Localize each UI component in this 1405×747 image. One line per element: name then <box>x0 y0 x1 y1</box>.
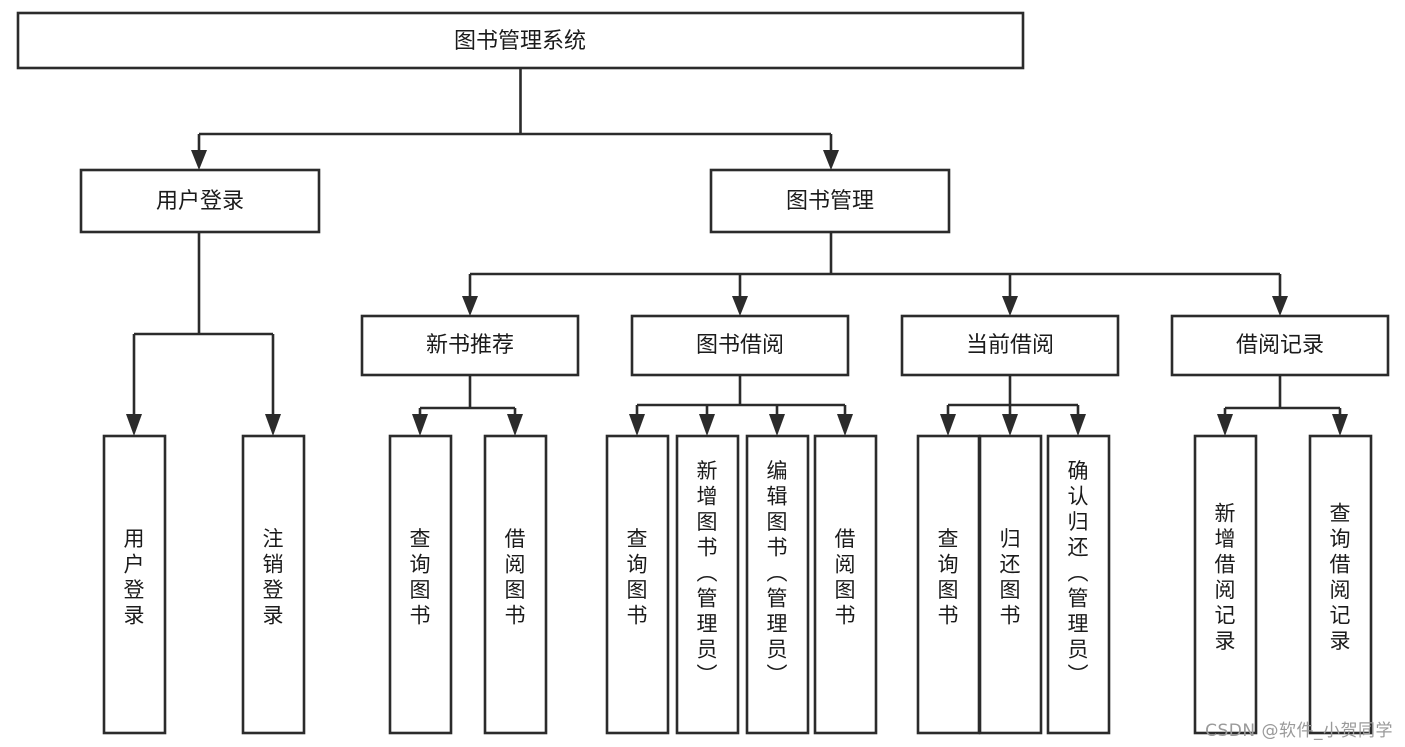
node-new-book-recommend-box[interactable] <box>360 314 580 377</box>
arrowhead-user-login <box>191 150 207 170</box>
node-book-management-box[interactable] <box>709 168 951 234</box>
node-root[interactable]: 图书管理系统 <box>16 11 1025 70</box>
arrowhead-leaf-0 <box>126 414 142 436</box>
leaf-6-label: 编辑图书︵管理员︶ <box>767 459 788 687</box>
leaf-0-label: 用户登录 <box>124 527 145 628</box>
arrowhead-leaf-9 <box>1002 414 1018 436</box>
node-current-borrow-label: 当前借阅 <box>966 333 1054 358</box>
node-user-login-box[interactable] <box>79 168 321 234</box>
arrowhead-leaf-6 <box>769 414 785 436</box>
leaf-10-box[interactable] <box>1046 434 1111 735</box>
node-book-management-label: 图书管理 <box>786 189 874 214</box>
arrowhead-leaf-4 <box>629 414 645 436</box>
arrowhead-leaf-3 <box>507 414 523 436</box>
arrowhead-leaf-7 <box>837 414 853 436</box>
arrowhead-leaf-12 <box>1332 414 1348 436</box>
leaf-label-layer: 用户登录 注销登录 查询图书 借阅图书 查询图书 新增图书︵管理员︶ 编辑图书︵… <box>124 459 1351 687</box>
leaf-7-box[interactable] <box>813 434 878 735</box>
node-book-borrow[interactable]: 图书借阅 <box>630 314 850 377</box>
connector-layer <box>126 68 1348 436</box>
node-root-box[interactable] <box>16 11 1025 70</box>
leaf-6-box[interactable] <box>745 434 810 735</box>
leaf-2-label: 查询图书 <box>410 527 431 628</box>
arrowhead-l3-0 <box>462 296 478 316</box>
leaf-5-label: 新增图书︵管理员︶ <box>697 459 718 687</box>
leaf-1-label: 注销登录 <box>263 527 284 628</box>
node-book-borrow-label: 图书借阅 <box>696 333 784 358</box>
node-new-book-recommend-label: 新书推荐 <box>426 333 514 358</box>
node-user-login[interactable]: 用户登录 <box>79 168 321 234</box>
leaf-3-box[interactable] <box>483 434 548 735</box>
arrowhead-leaf-2 <box>412 414 428 436</box>
arrowhead-leaf-10 <box>1070 414 1086 436</box>
arrowhead-l3-2 <box>1002 296 1018 316</box>
arrowhead-book-mgmt <box>823 150 839 170</box>
leaf-9-box[interactable] <box>978 434 1043 735</box>
arrowhead-leaf-1 <box>265 414 281 436</box>
node-book-borrow-box[interactable] <box>630 314 850 377</box>
leaf-9-label: 归还图书 <box>1000 527 1021 628</box>
leaf-8-box[interactable] <box>916 434 981 735</box>
leaf-12-box[interactable] <box>1308 434 1373 735</box>
node-root-label: 图书管理系统 <box>454 29 586 54</box>
arrowhead-leaf-5 <box>699 414 715 436</box>
node-current-borrow-box[interactable] <box>900 314 1120 377</box>
leaf-4-label: 查询图书 <box>627 527 648 628</box>
node-user-login-label: 用户登录 <box>156 189 244 214</box>
leaf-5-box[interactable] <box>675 434 740 735</box>
arrowhead-l3-3 <box>1272 296 1288 316</box>
leaf-3-label: 借阅图书 <box>505 527 526 628</box>
arrowhead-leaf-8 <box>940 414 956 436</box>
leaf-10-label: 确认归还︵管理员︶ <box>1068 459 1089 687</box>
leaf-11-label: 新增借阅记录 <box>1215 501 1236 653</box>
node-borrow-record-label: 借阅记录 <box>1236 333 1324 358</box>
leaf-11-box[interactable] <box>1193 434 1258 735</box>
arrowhead-l3-1 <box>732 296 748 316</box>
leaf-8-label: 查询图书 <box>938 527 959 628</box>
leaf-12-label: 查询借阅记录 <box>1330 501 1351 653</box>
node-borrow-record[interactable]: 借阅记录 <box>1170 314 1390 377</box>
leaf-layer <box>102 434 1373 735</box>
node-current-borrow[interactable]: 当前借阅 <box>900 314 1120 377</box>
node-new-book-recommend[interactable]: 新书推荐 <box>360 314 580 377</box>
node-book-management[interactable]: 图书管理 <box>709 168 951 234</box>
arrowhead-leaf-11 <box>1217 414 1233 436</box>
leaf-7-label: 借阅图书 <box>835 527 856 628</box>
leaf-2-box[interactable] <box>388 434 453 735</box>
leaf-0-box[interactable] <box>102 434 167 735</box>
leaf-1-box[interactable] <box>241 434 306 735</box>
leaf-4-box[interactable] <box>605 434 670 735</box>
node-borrow-record-box[interactable] <box>1170 314 1390 377</box>
